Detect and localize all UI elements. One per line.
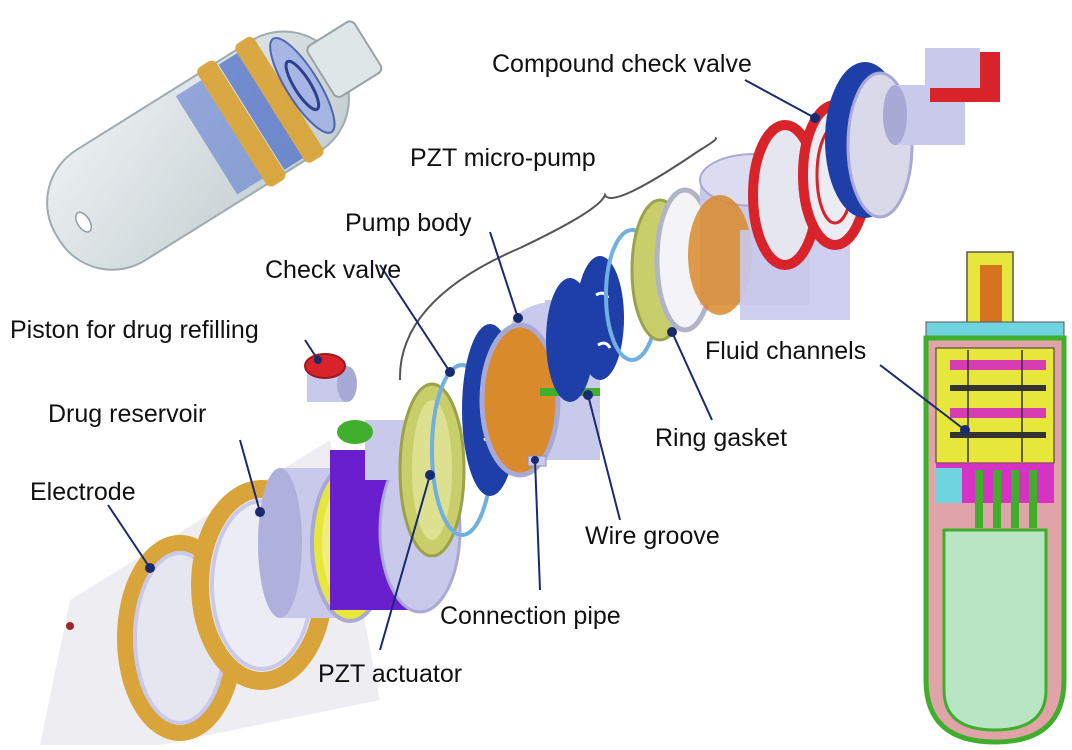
leader-pump-body [489,231,519,319]
cross-section-view [923,251,1067,745]
leader-dots [145,113,970,573]
leader-fluid-channels [879,364,966,431]
leader-wire-groove [587,394,621,521]
leader-connection-pipe [534,459,541,591]
micro-pump-brace [398,137,717,381]
leader-compound-check-valve [744,79,816,119]
label-check-valve: Check valve [265,256,402,284]
leader-pzt-actuator [379,474,431,651]
label-electrode: Electrode [30,478,136,506]
label-piston-for-drug-refilling: Piston for drug refilling [10,316,259,344]
small-dot [66,622,74,630]
exploded-assembly [40,48,1000,745]
leader-lines [107,79,966,651]
label-pzt-actuator: PZT actuator [318,660,463,688]
wire-groove-disc-2 [576,256,624,380]
label-connection-pipe: Connection pipe [440,602,621,630]
leader-check-valve [379,264,451,373]
leader-drug-reservoir [239,439,261,513]
piston-part [304,353,357,402]
label-wire-groove: Wire groove [585,522,720,550]
label-ring-gasket: Ring gasket [655,424,788,452]
assembled-device-view [46,20,383,271]
top-cap-part [883,48,1000,145]
label-compound-check-valve: Compound check valve [492,50,752,78]
label-fluid-channels: Fluid channels [705,337,867,365]
leader-electrode [107,504,151,569]
label-pzt-micro-pump: PZT micro-pump [410,144,596,172]
label-pump-body: Pump body [345,209,472,237]
leader-ring-gasket [671,331,713,421]
label-drug-reservoir: Drug reservoir [48,400,207,428]
